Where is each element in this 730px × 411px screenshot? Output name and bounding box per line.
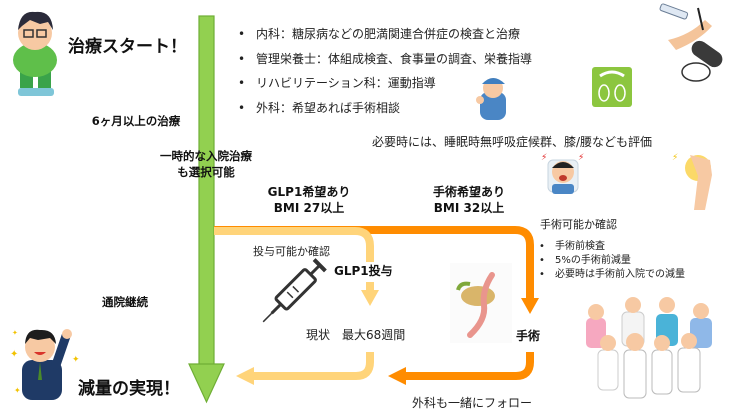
svg-text:⚡: ⚡ [672,153,678,163]
overweight-person-on-scale-icon [13,11,57,96]
hospitalization-line2: も選択可能 [177,165,235,179]
surgery-condition: 手術希望あり BMI 32以上 [414,184,524,216]
glp1-condition: GLP1希望あり BMI 27以上 [254,184,364,216]
knee-pain-icon: ⚡ [672,153,712,210]
svg-text:✦: ✦ [12,329,18,337]
svg-text:⚡: ⚡ [541,153,547,163]
glp1-path-arrow [214,227,379,306]
glp1-treatment-label: GLP1投与 [334,264,393,278]
surgery-path-arrow [214,226,539,314]
surgery-step-item: 5%の手術前減量 [533,254,685,268]
surgery-steps-list: 手術前検査 5%の手術前減量 必要時は手術前入院での減量 [533,240,685,282]
surgery-treatment-label: 手術 [516,329,541,343]
surgery-return-arrow [388,352,534,385]
department-list: 内科：糖尿病などの肥満関連合併症の検査と治療 管理栄養士：体組成検査、食事量の調… [232,22,532,120]
svg-text:✦: ✦ [14,386,21,395]
surgery-step-item: 必要時は手術前入院での減量 [533,268,685,282]
goal-title: 減量の実現！ [78,379,180,399]
surgery-follow-up-label: 外科も一緒にフォロー [412,396,533,410]
outpatient-label: 通院継続 [102,295,148,309]
body-scale-icon [592,67,632,107]
surgery-check-label: 手術可能か確認 [540,218,617,231]
department-item: 外科：希望あれば手術相談 [232,96,532,121]
svg-text:✦: ✦ [10,349,18,360]
surgery-condition-line2: BMI 32以上 [433,201,505,215]
glp1-condition-line1: GLP1希望あり [267,185,351,199]
hospitalization-line1: 一時的な入院治療 [160,149,252,163]
blood-draw-arm-icon [659,3,712,50]
cheering-businessman-icon: ✦ ✦ ✦ ✦ [10,329,80,400]
start-title: 治療スタート！ [68,37,187,57]
surgery-condition-line1: 手術希望あり [432,185,505,199]
svg-text:✦: ✦ [72,355,80,365]
department-item: 内科：糖尿病などの肥満関連合併症の検査と治療 [232,22,532,47]
department-item: 管理栄養士：体組成検査、食事量の調査、栄養指導 [232,47,532,72]
sleep-apnea-man-icon: ⚡ ⚡ [541,153,584,194]
evaluation-note: 必要時には、睡眠時無呼吸症候群、膝/腰なども評価 [372,135,653,149]
duration-label: 6ヶ月以上の治療 [91,114,181,128]
glp1-duration-label: 現状 最大68週間 [306,328,406,342]
syringe-icon [262,258,327,323]
glp1-return-arrow [236,352,374,385]
stomach-organ-icon [450,263,512,343]
svg-text:⚡: ⚡ [578,153,584,163]
department-item: リハビリテーション科：運動指導 [232,71,532,96]
medical-team-icon [586,297,712,399]
medicine-capsule-icon [681,40,723,82]
surgery-step-item: 手術前検査 [533,240,685,254]
hospitalization-label: 一時的な入院治療 も選択可能 [138,148,274,180]
main-track-arrow [188,15,225,404]
glp1-condition-line2: BMI 27以上 [273,201,345,215]
glp1-check-label: 投与可能か確認 [253,245,330,258]
